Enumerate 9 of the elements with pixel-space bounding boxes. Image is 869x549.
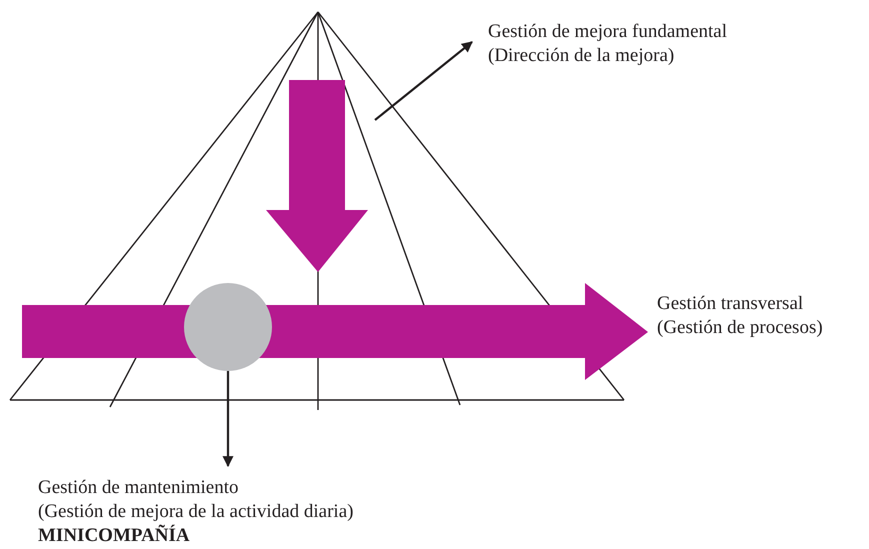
label-text: (Dirección de la mejora)	[488, 44, 676, 68]
arrow	[374, 41, 473, 121]
label-text: Gestión de mejora fundamental	[488, 20, 728, 44]
title-text: MINICOMPAÑÍA	[38, 524, 191, 548]
label-text: Gestión de mantenimiento	[38, 476, 240, 500]
arrow	[222, 371, 234, 468]
label-text: (Gestión de mejora de la actividad diaria)	[38, 500, 354, 524]
label-text: (Gestión de procesos)	[657, 316, 823, 340]
label-text: Gestión transversal	[657, 292, 804, 316]
